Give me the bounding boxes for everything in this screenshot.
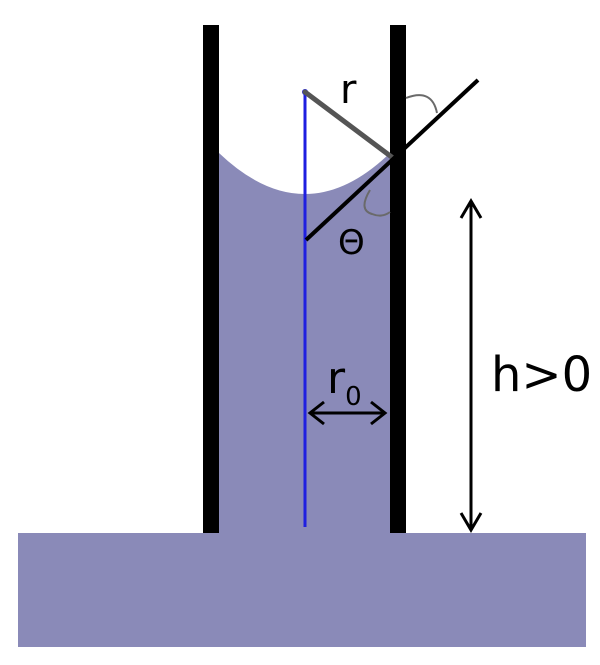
height-arrowhead-bottom xyxy=(459,512,483,533)
tube-radius-label-base: r xyxy=(327,353,346,404)
contact-angle-label: Θ xyxy=(338,223,365,263)
tube-radius-arrowhead-right xyxy=(370,400,388,426)
liquid-reservoir xyxy=(18,533,586,647)
curvature-radius-line xyxy=(302,89,396,161)
radius-label: r xyxy=(340,67,357,113)
tube-right-wall xyxy=(390,25,406,533)
contact-angle-arc xyxy=(363,189,391,217)
upper-angle-arc xyxy=(405,94,438,114)
tube-radius-arrowhead-left xyxy=(307,400,325,426)
tangent-line xyxy=(304,78,480,242)
height-arrowhead-top xyxy=(459,198,483,219)
tube-radius-label: r0 xyxy=(327,353,362,412)
tube-left-wall xyxy=(203,25,219,533)
height-label: h>0 xyxy=(491,347,592,403)
tube-radius-label-subscript: 0 xyxy=(345,382,362,412)
